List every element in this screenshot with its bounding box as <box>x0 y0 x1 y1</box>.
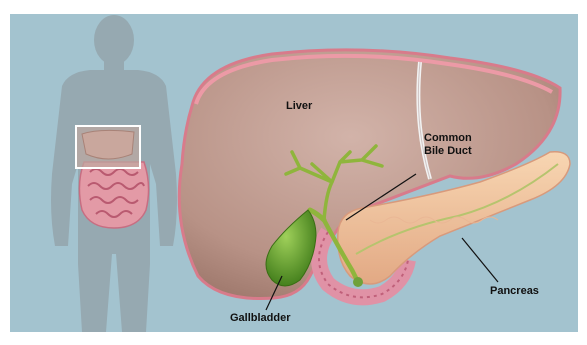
anatomy-diagram: Liver Common Bile Duct Gallbladder Pancr… <box>10 14 578 332</box>
common-bile-duct-label: Common Bile Duct <box>424 132 484 158</box>
small-intestine-icon <box>79 162 148 228</box>
highlight-box <box>76 126 140 168</box>
pancreas-leader <box>462 238 498 282</box>
gallbladder-label: Gallbladder <box>230 312 291 325</box>
liver-label: Liver <box>286 100 312 113</box>
pancreas-label: Pancreas <box>490 285 539 298</box>
